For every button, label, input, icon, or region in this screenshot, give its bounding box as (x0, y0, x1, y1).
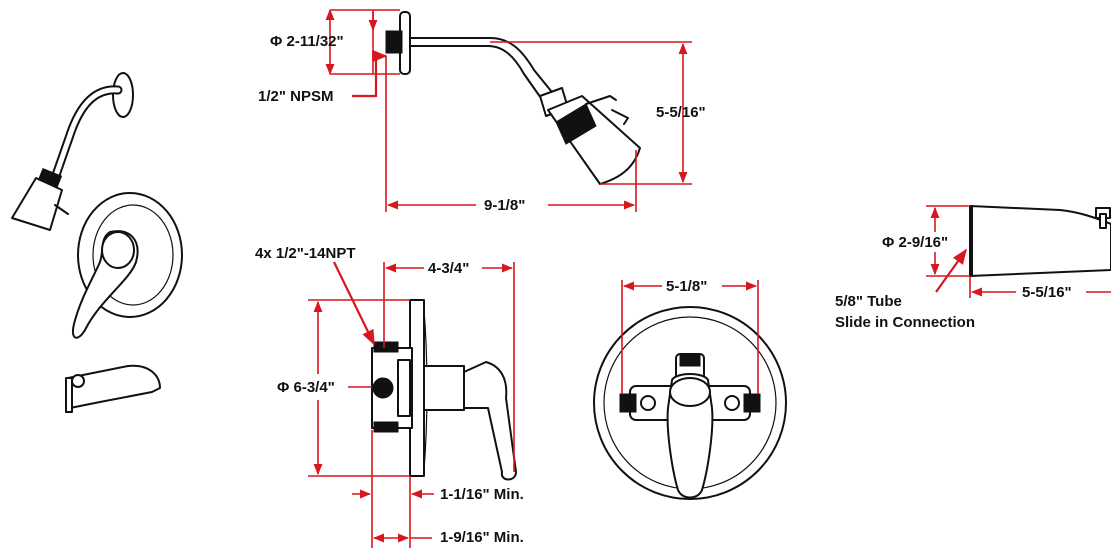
valve-front-view: 5-1/8" (593, 278, 787, 500)
threaded-end (385, 30, 403, 54)
showerhead-reach-dimension (385, 56, 637, 212)
shower-arm (409, 37, 561, 103)
arm-thread-label: 1/2" NPSM (258, 88, 333, 105)
valve-depth-dimension (383, 262, 515, 472)
overview-illustration (11, 72, 183, 413)
front-port-top (679, 353, 701, 367)
front-port-right (743, 393, 761, 413)
min-depth-a-dimension (352, 430, 434, 548)
thread-leader (352, 49, 388, 98)
showerhead-spray-ring (555, 103, 597, 145)
valve-ports-leader (333, 261, 375, 346)
valve-ports-label: 4x 1/2"-14NPT (255, 245, 356, 262)
flange-diameter-label: Φ 2-11/32" (270, 33, 344, 50)
flange-diameter-dimension (325, 8, 400, 76)
showerhead-height-label: 5-5/16" (656, 104, 706, 121)
escutcheon-diameter-dimension (308, 299, 410, 477)
front-lever (666, 373, 714, 499)
valve-hub (423, 365, 465, 411)
overview-diverter-knob (71, 374, 85, 388)
valve-port (372, 377, 394, 399)
min-depth-a-label: 1-1/16" Min. (440, 486, 524, 503)
valve-depth-label: 4-3/4" (428, 260, 469, 277)
tube-leader (935, 248, 967, 293)
valve-width-label: 5-1/8" (666, 278, 707, 295)
spout-body (969, 205, 1111, 277)
spout-length-label: 5-5/16" (1022, 284, 1072, 301)
overview-arm-flange (112, 72, 134, 118)
tube-label-line1: 5/8" Tube (835, 293, 902, 310)
tube-label-line2: Slide in Connection (835, 314, 975, 331)
escutcheon-diameter-label: Φ 6-3/4" (277, 379, 335, 396)
showerhead-side-view: Φ 2-11/32" 1/2" NPSM 5-5/16" 9-1/8" (258, 8, 706, 214)
valve-side-view: 4x 1/2"-14NPT 4-3/4" Φ 6-3/4" 1-1/16" Mi… (255, 245, 524, 548)
showerhead-reach-label: 9-1/8" (484, 197, 525, 214)
spout-diameter-label: Φ 2-9/16" (882, 234, 948, 251)
min-depth-b-label: 1-9/16" Min. (440, 529, 524, 546)
spray-lever (611, 109, 629, 125)
front-port-left (619, 393, 637, 413)
spout-length-dimension (969, 276, 1111, 298)
valve-width-dimension (621, 280, 759, 394)
showerhead-height-dimension (490, 41, 692, 185)
showerhead-body (547, 95, 641, 185)
valve-lever (463, 361, 517, 481)
overview-tub-spout (67, 364, 161, 409)
tub-spout-side-view: Φ 2-9/16" 5/8" Tube Slide in Connection … (835, 205, 1111, 331)
